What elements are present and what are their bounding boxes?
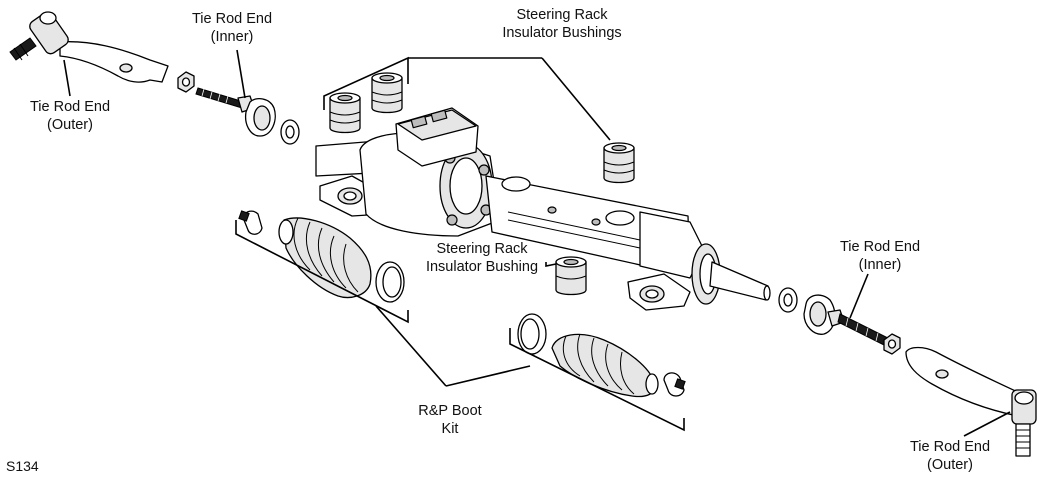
boot-kit-right bbox=[517, 313, 686, 398]
bracket-bushing-mid bbox=[545, 262, 557, 267]
insulator-bushing-1 bbox=[329, 92, 361, 134]
leader-inner-right bbox=[849, 273, 869, 319]
label-rp-boot-kit: R&P Boot Kit bbox=[402, 402, 498, 438]
label-line: (Inner) bbox=[858, 257, 902, 273]
jam-nut-left bbox=[177, 71, 195, 93]
insulator-bushing-2 bbox=[371, 72, 403, 114]
insulator-bushing-3 bbox=[603, 142, 635, 184]
leader-bushing-right bbox=[541, 57, 611, 141]
label-line: Tie Rod End bbox=[29, 99, 111, 115]
label-line: R&P Boot bbox=[418, 403, 482, 419]
leader-inner-left bbox=[236, 49, 246, 99]
label-line: (Inner) bbox=[210, 29, 254, 45]
washer-left bbox=[280, 119, 300, 145]
label-tie-rod-end-outer-right: Tie Rod End (Outer) bbox=[902, 438, 998, 474]
steering-gear-housing bbox=[315, 107, 771, 311]
label-line: Kit bbox=[441, 421, 459, 437]
label-line: (Outer) bbox=[47, 117, 93, 133]
rack-boot-left bbox=[278, 217, 372, 299]
label-line: Tie Rod End bbox=[909, 439, 991, 455]
label-tie-rod-end-inner-left: Tie Rod End (Inner) bbox=[184, 10, 280, 46]
washer-right bbox=[778, 287, 798, 313]
leader-boot-kit-left bbox=[375, 305, 447, 387]
inner-tie-rod-end-left bbox=[195, 87, 276, 137]
boot-kit-left bbox=[238, 210, 405, 303]
label-insulator-bushing-mid: Steering Rack Insulator Bushing bbox=[414, 240, 550, 276]
label-line: Tie Rod End bbox=[839, 239, 921, 255]
figure-code: S134 bbox=[6, 458, 39, 474]
boot-clamp-large-right bbox=[517, 313, 547, 355]
rack-boot-right bbox=[551, 333, 659, 398]
leader-boot-kit-right bbox=[445, 365, 531, 387]
leader-outer-left bbox=[63, 59, 71, 97]
bracket-boot-left bbox=[235, 220, 409, 324]
insulator-bushing-4 bbox=[555, 256, 587, 296]
label-line: Tie Rod End bbox=[191, 11, 273, 27]
label-line: Insulator Bushings bbox=[502, 25, 622, 41]
boot-clamp-large-left bbox=[375, 261, 405, 303]
bracket-bushings-top bbox=[323, 56, 409, 110]
label-line: Steering Rack bbox=[436, 241, 528, 257]
outer-tie-rod-end-right bbox=[905, 346, 1037, 457]
label-line: Insulator Bushing bbox=[425, 259, 539, 275]
label-tie-rod-end-inner-right: Tie Rod End (Inner) bbox=[832, 238, 928, 274]
outer-tie-rod-end-left bbox=[9, 11, 169, 83]
label-line: (Outer) bbox=[927, 457, 973, 473]
label-line: Steering Rack bbox=[516, 7, 608, 23]
boot-clamp-small-left bbox=[238, 210, 263, 235]
label-tie-rod-end-outer-left: Tie Rod End (Outer) bbox=[22, 98, 118, 134]
leader-outer-right bbox=[963, 411, 1011, 437]
boot-clamp-small-right bbox=[663, 372, 686, 397]
bracket-boot-right bbox=[509, 328, 685, 432]
label-insulator-bushings-top: Steering Rack Insulator Bushings bbox=[488, 6, 636, 42]
inner-tie-rod-end-right bbox=[803, 294, 889, 347]
jam-nut-right bbox=[883, 333, 901, 355]
